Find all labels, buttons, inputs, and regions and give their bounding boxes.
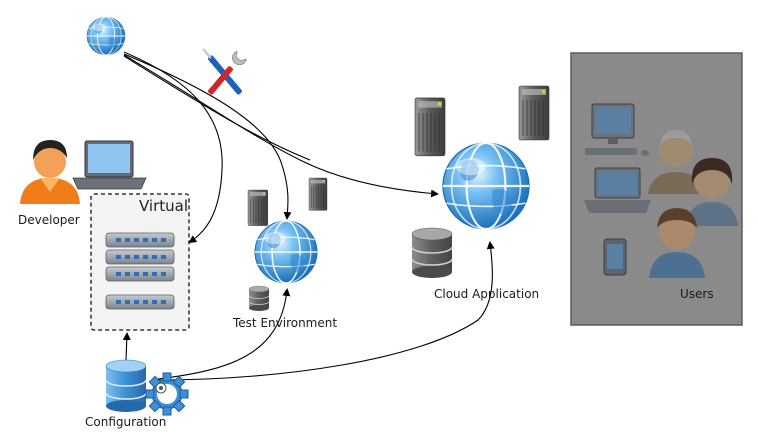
- configuration-label: Configuration: [85, 415, 166, 429]
- virtual-label: Virtual: [139, 197, 188, 215]
- cloud-application-label: Cloud Application: [434, 287, 539, 301]
- users-label: Users: [680, 287, 714, 301]
- server-icon: [308, 177, 328, 211]
- laptop-icon: [72, 140, 147, 190]
- laptop-icon: [584, 167, 651, 213]
- connector-config-to-virtual: [122, 332, 131, 361]
- connector-globe-to-cloud-2: [123, 55, 311, 161]
- person-icon: [686, 158, 738, 226]
- developer-label: Developer: [18, 213, 80, 227]
- database-icon: [105, 359, 147, 412]
- globe-icon: [443, 143, 529, 229]
- gear-icon: [145, 372, 189, 416]
- test-environment: Test Environment: [232, 177, 337, 330]
- cloud-application: Cloud Application: [411, 85, 550, 301]
- tools-icon: [202, 48, 247, 95]
- connector-config-to-cloud: [157, 241, 495, 381]
- server-icon: [414, 97, 446, 157]
- monitor-icon: [585, 103, 649, 156]
- configuration: Configuration: [85, 359, 189, 429]
- users-panel: Users: [570, 52, 743, 326]
- connectors: [122, 51, 495, 381]
- person-icon: [648, 130, 704, 194]
- database-icon: [248, 285, 270, 312]
- connector-globe-to-virtual: [123, 51, 223, 244]
- globe-icon: [255, 221, 317, 283]
- person-icon: [649, 208, 705, 278]
- database-icon: [411, 227, 453, 279]
- connector-globe-to-cloud-1: [123, 54, 439, 198]
- test-environment-label: Test Environment: [232, 316, 337, 330]
- switch-stack-icon: [105, 232, 175, 310]
- tablet-icon: [603, 238, 627, 276]
- server-icon: [518, 85, 550, 141]
- virtual-container: Virtual: [90, 193, 190, 331]
- globe-icon: [87, 17, 125, 55]
- connector-config-to-test: [157, 288, 291, 380]
- developer-icon: [20, 140, 80, 204]
- server-icon: [247, 189, 269, 226]
